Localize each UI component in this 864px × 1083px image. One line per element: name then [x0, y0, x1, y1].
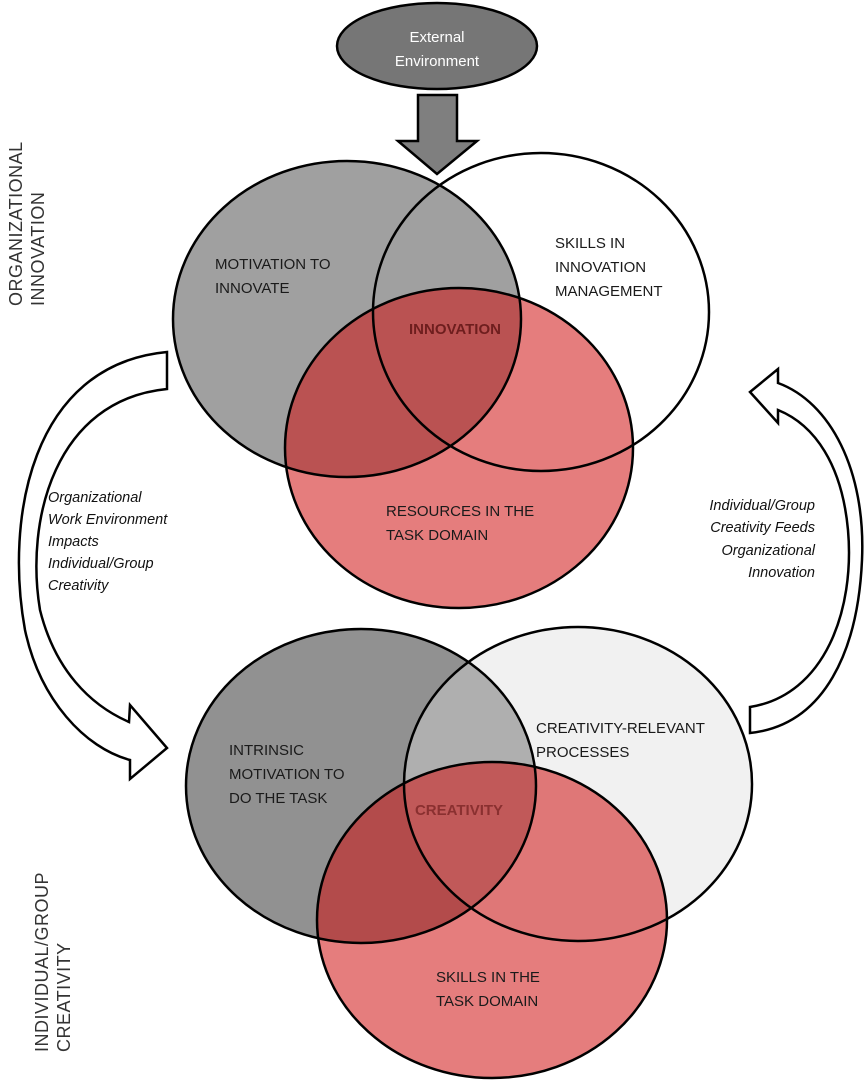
- top-left-label-line1: MOTIVATION TO: [215, 256, 331, 273]
- skills-innovation-management-circle: [371, 151, 711, 473]
- left-arrow-text-line1: Organizational: [48, 490, 142, 506]
- side-label-bottom-line1: INDIVIDUAL/GROUP: [32, 872, 52, 1052]
- left-arrow-text-line2: Work Environment: [48, 512, 168, 528]
- bottom-left-label-line3: DO THE TASK: [229, 790, 327, 807]
- resources-circle: [285, 288, 633, 608]
- right-arrow-text-line2: Creativity Feeds: [710, 520, 815, 536]
- innovation-center-label: INNOVATION: [409, 321, 501, 338]
- creativity-center-label: CREATIVITY: [415, 802, 503, 819]
- bottom-right-label-line1: CREATIVITY-RELEVANT: [536, 720, 705, 737]
- down-arrow-icon: [394, 93, 481, 176]
- external-environment: External Environment: [335, 1, 539, 91]
- external-label-line2: Environment: [395, 53, 480, 70]
- right-arrow-text-line3: Organizational: [722, 543, 816, 559]
- side-label-bottom-line2: CREATIVITY: [54, 942, 74, 1052]
- left-arrow-text-line5: Creativity: [48, 578, 109, 594]
- curved-arrow-up-icon: [748, 366, 864, 735]
- left-arrow-text-line3: Impacts: [48, 534, 99, 550]
- top-right-label-line3: MANAGEMENT: [555, 283, 663, 300]
- side-label-top-line2: INNOVATION: [28, 192, 48, 306]
- top-bottom-label-line2: TASK DOMAIN: [386, 527, 488, 544]
- external-label-line1: External: [409, 29, 464, 46]
- side-label-top-line1: ORGANIZATIONAL: [6, 141, 26, 306]
- top-left-label-line2: INNOVATE: [215, 280, 289, 297]
- top-right-label-line1: SKILLS IN: [555, 235, 625, 252]
- left-arrow-text-line4: Individual/Group: [48, 556, 154, 572]
- bottom-left-label-line1: INTRINSIC: [229, 742, 304, 759]
- bottom-bottom-label-line1: SKILLS IN THE: [436, 969, 540, 986]
- bottom-left-label-line2: MOTIVATION TO: [229, 766, 345, 783]
- top-bottom-label-line1: RESOURCES IN THE: [386, 503, 534, 520]
- bottom-right-label-line2: PROCESSES: [536, 744, 629, 761]
- top-venn: MOTIVATION TO INNOVATE SKILLS IN INNOVAT…: [171, 151, 711, 610]
- right-arrow-text-line4: Innovation: [748, 565, 815, 581]
- bottom-venn: INTRINSIC MOTIVATION TO DO THE TASK CREA…: [184, 625, 754, 1080]
- curved-arrow-down-icon: [17, 350, 169, 782]
- external-environment-ellipse: [335, 1, 539, 91]
- top-right-label-line2: INNOVATION: [555, 259, 646, 276]
- bottom-bottom-label-line2: TASK DOMAIN: [436, 993, 538, 1010]
- right-arrow-text-line1: Individual/Group: [709, 498, 815, 514]
